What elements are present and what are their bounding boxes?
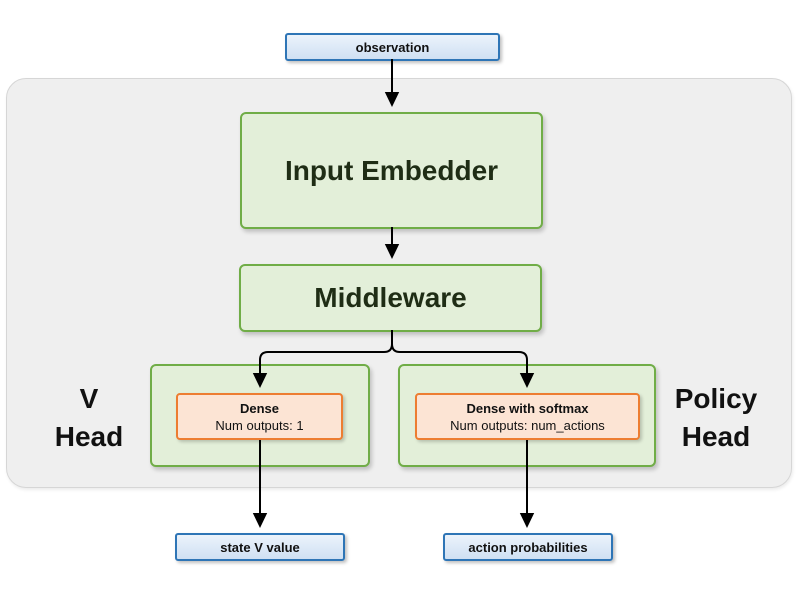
v-head-group: Dense Num outputs: 1	[150, 364, 370, 467]
policy-head-label: Policy Head	[656, 380, 776, 456]
state-v-value-label: state V value	[220, 539, 300, 555]
input-embedder-label: Input Embedder	[284, 154, 499, 186]
policy-head-dense-subtitle: Num outputs: num_actions	[450, 417, 605, 433]
v-head-dense-title: Dense	[239, 400, 280, 416]
policy-head-group: Dense with softmax Num outputs: num_acti…	[398, 364, 656, 467]
action-probabilities-label: action probabilities	[468, 539, 588, 555]
state-v-value-node: state V value	[175, 533, 345, 561]
observation-label: observation	[355, 39, 430, 55]
policy-head-label-line1: Policy	[674, 383, 758, 414]
input-embedder-node: Input Embedder	[240, 112, 543, 229]
v-head-label-line1: V	[79, 383, 99, 414]
v-head-dense-node: Dense Num outputs: 1	[176, 393, 343, 440]
middleware-node: Middleware	[239, 264, 542, 332]
policy-head-dense-node: Dense with softmax Num outputs: num_acti…	[415, 393, 640, 440]
action-probabilities-node: action probabilities	[443, 533, 613, 561]
policy-head-label-line2: Head	[681, 421, 751, 452]
policy-head-dense-title: Dense with softmax	[466, 400, 589, 416]
middleware-label: Middleware	[314, 282, 467, 313]
v-head-dense-subtitle: Num outputs: 1	[215, 417, 304, 433]
v-head-label: V Head	[36, 380, 142, 456]
observation-node: observation	[285, 33, 500, 61]
v-head-label-line2: Head	[54, 421, 124, 452]
